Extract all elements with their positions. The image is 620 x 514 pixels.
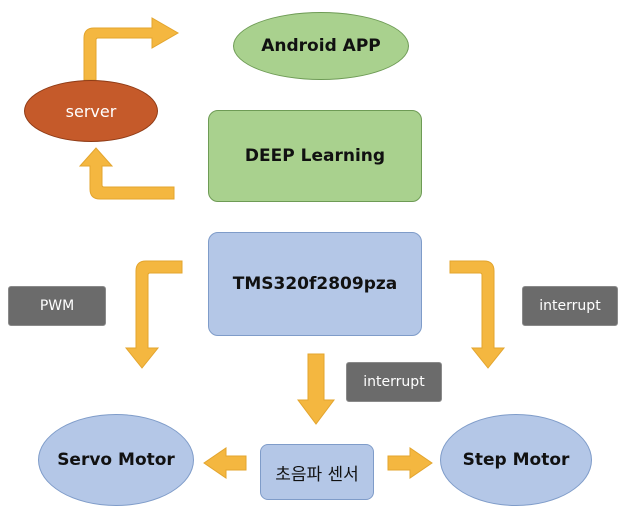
sensor-label: 초음파 센서 [275,464,359,485]
pwm-tag-label: PWM [39,298,75,314]
interrupt-tag-right-label: interrupt [539,298,601,314]
arrow-deeplearning-to-server [78,147,175,200]
step-motor-label: Step Motor [462,450,570,470]
interrupt-tag-right: interrupt [522,286,618,326]
android-app-node: Android APP [233,12,409,80]
server-node: server [24,80,158,142]
arrow-sensor-to-servo [203,447,247,479]
server-label: server [65,101,117,121]
pwm-tag: PWM [8,286,106,326]
deep-learning-node: DEEP Learning [208,110,422,202]
arrow-server-to-app [83,17,180,81]
servo-motor-label: Servo Motor [57,450,175,470]
tms-node: TMS320f2809pza [208,232,422,336]
interrupt-tag-center: interrupt [346,362,442,402]
arrow-tms-to-step [449,260,506,369]
arrow-sensor-to-step [387,447,433,479]
deep-learning-label: DEEP Learning [244,146,386,166]
arrow-tms-to-sensor [297,353,335,425]
arrow-tms-to-servo [124,260,183,369]
android-app-label: Android APP [261,36,381,56]
servo-motor-node: Servo Motor [38,414,194,506]
interrupt-tag-center-label: interrupt [363,374,425,390]
tms-label: TMS320f2809pza [232,274,398,294]
sensor-node: 초음파 센서 [260,444,374,500]
step-motor-node: Step Motor [440,414,592,506]
